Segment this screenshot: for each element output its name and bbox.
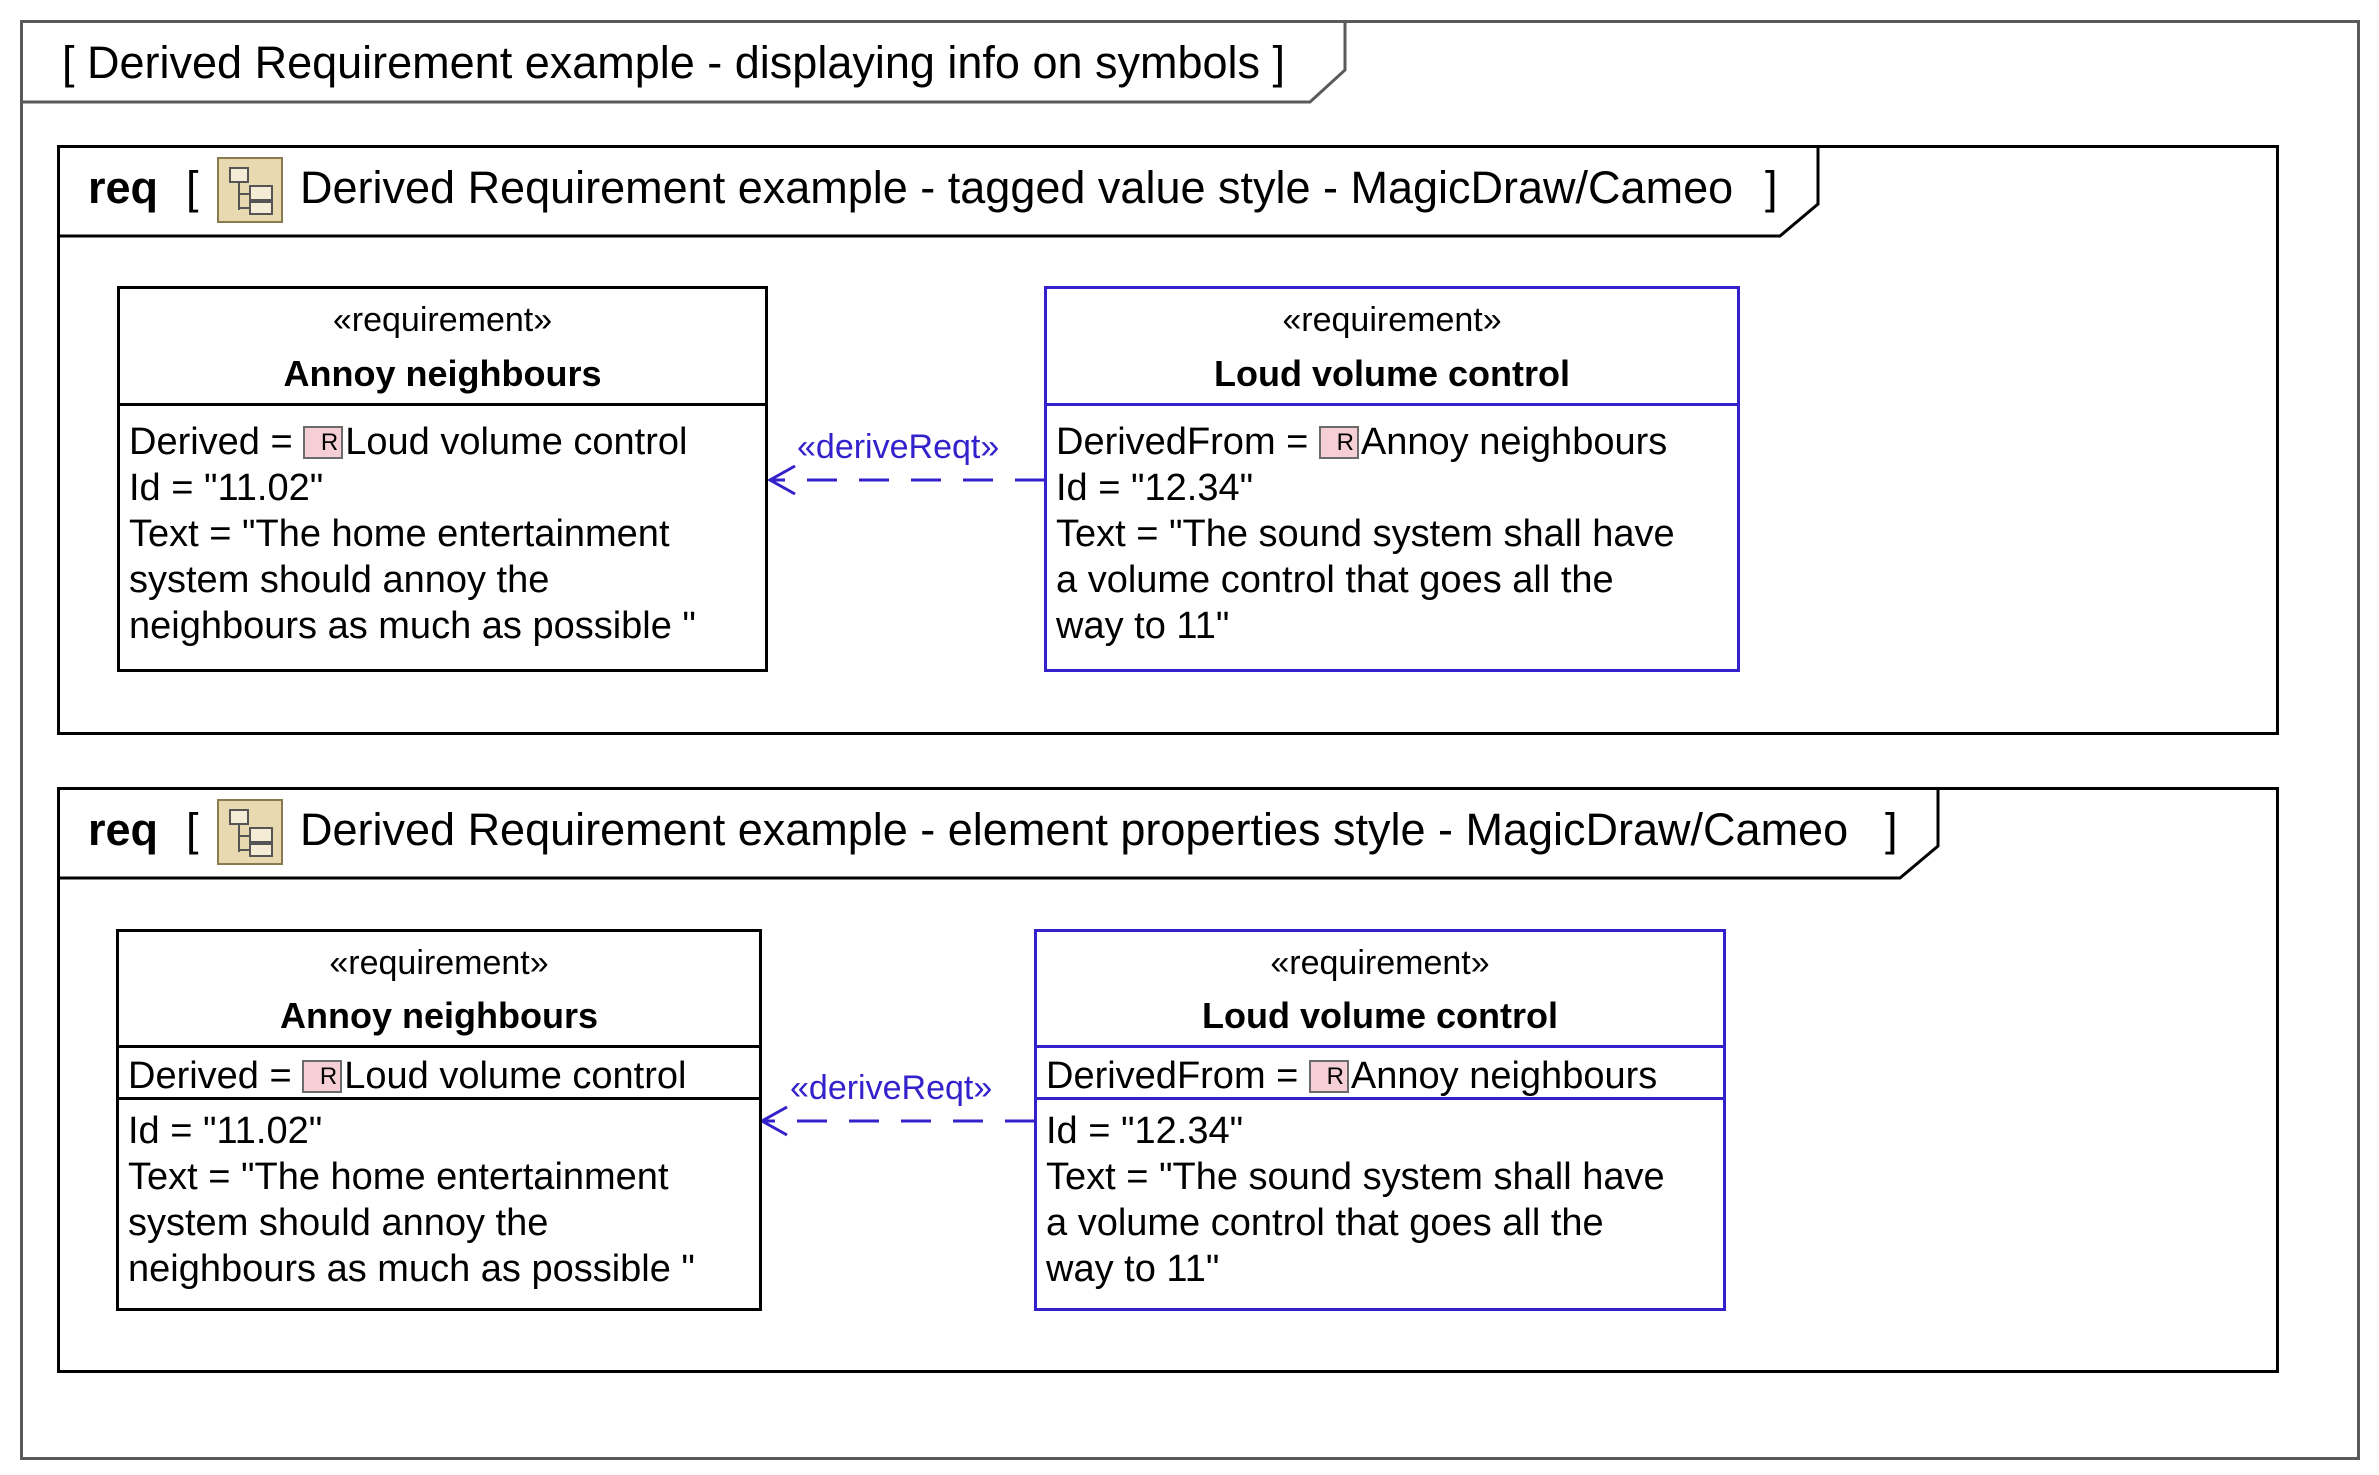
diagram2-open-bracket: [ (186, 804, 199, 855)
diagram1-title: Derived Requirement example - tagged val… (300, 162, 1734, 213)
diagram1-tab-outline (58, 146, 1820, 238)
text-line: way to 11" (1046, 1248, 1220, 1290)
text-line: Text = "The sound system shall have (1056, 513, 1675, 555)
text-line: Text = "The sound system shall have (1046, 1156, 1665, 1198)
diagram1-close-bracket: ] (1765, 162, 1778, 213)
text-line: system should annoy the (128, 1202, 549, 1244)
derived-from-label: DerivedFrom = (1046, 1055, 1309, 1097)
derived-value[interactable]: Loud volume control (345, 421, 688, 463)
diagram-frame-1 (57, 145, 2279, 735)
derive-arrow-2-head (758, 1105, 788, 1137)
requirement-badge-icon: R (302, 1060, 343, 1093)
properties-compartment: Id = "12.34" Text = "The sound system sh… (1046, 1108, 1665, 1292)
id-property: Id = "12.34" (1056, 467, 1254, 509)
compartment-divider (1037, 1097, 1723, 1100)
requirement-annoy-neighbours[interactable]: «requirement» Annoy neighbours Derived =… (117, 286, 768, 672)
requirement-badge-icon: R (303, 426, 344, 459)
properties-compartment: Id = "11.02" Text = "The home entertainm… (128, 1108, 695, 1292)
stereotype-label: «requirement» (1270, 944, 1490, 982)
stereotype-label: «requirement» (1282, 301, 1502, 339)
compartment-divider (120, 403, 765, 406)
text-line: Text = "The home entertainment (128, 1156, 669, 1198)
requirement-name: Annoy neighbours (280, 995, 598, 1036)
text-line: a volume control that goes all the (1046, 1202, 1604, 1244)
requirement-name: Loud volume control (1214, 353, 1570, 394)
requirement-annoy-neighbours[interactable]: «requirement» Annoy neighbours Derived =… (116, 929, 762, 1311)
derive-reqt-label[interactable]: «deriveReqt» (790, 1069, 993, 1107)
id-property: Id = "11.02" (128, 1110, 323, 1152)
derived-label: Derived = (128, 1055, 303, 1097)
requirement-badge-icon: R (1308, 1060, 1349, 1093)
outer-tab-outline (20, 22, 1347, 104)
diagram-icon (217, 799, 283, 865)
outer-frame (20, 20, 2360, 1460)
id-property: Id = "12.34" (1046, 1110, 1244, 1152)
requirement-loud-volume-control[interactable]: «requirement» Loud volume control Derive… (1034, 929, 1726, 1311)
derived-value[interactable]: Loud volume control (344, 1055, 687, 1097)
requirement-badge-icon: R (1318, 426, 1359, 459)
stereotype-label: «requirement» (329, 944, 549, 982)
diagram2-keyword: req (88, 804, 159, 855)
compartment-divider (119, 1097, 759, 1100)
compartment-divider (1037, 1045, 1723, 1048)
text-line: neighbours as much as possible " (128, 1248, 695, 1290)
compartment-divider (1047, 403, 1737, 406)
diagram2-title: Derived Requirement example - element pr… (300, 804, 1849, 855)
requirement-name: Annoy neighbours (283, 353, 602, 394)
text-line: system should annoy the (129, 559, 550, 601)
derive-arrow-1-head (766, 464, 796, 496)
diagram2-tab-outline (58, 788, 1940, 880)
derived-label: Derived = (129, 421, 304, 463)
text-line: Text = "The home entertainment (129, 513, 670, 555)
text-line: way to 11" (1056, 605, 1230, 647)
derived-from-label: DerivedFrom = (1056, 421, 1319, 463)
requirement-loud-volume-control[interactable]: «requirement» Loud volume control Derive… (1044, 286, 1740, 672)
diagram1-keyword: req (88, 162, 159, 213)
stereotype-label: «requirement» (332, 301, 553, 339)
derive-reqt-label[interactable]: «deriveReqt» (797, 428, 1000, 466)
compartment-divider (119, 1045, 759, 1048)
id-property: Id = "11.02" (129, 467, 324, 509)
outer-title: [ Derived Requirement example - displayi… (62, 37, 1286, 88)
requirement-name: Loud volume control (1202, 995, 1558, 1036)
diagram1-open-bracket: [ (186, 162, 199, 213)
derived-from-value[interactable]: Annoy neighbours (1350, 1055, 1658, 1097)
diagram2-close-bracket: ] (1885, 804, 1898, 855)
text-line: a volume control that goes all the (1056, 559, 1614, 601)
diagram-frame-2 (57, 787, 2279, 1373)
derived-from-value[interactable]: Annoy neighbours (1360, 421, 1668, 463)
text-line: neighbours as much as possible " (129, 605, 696, 647)
diagram-icon (217, 157, 283, 223)
